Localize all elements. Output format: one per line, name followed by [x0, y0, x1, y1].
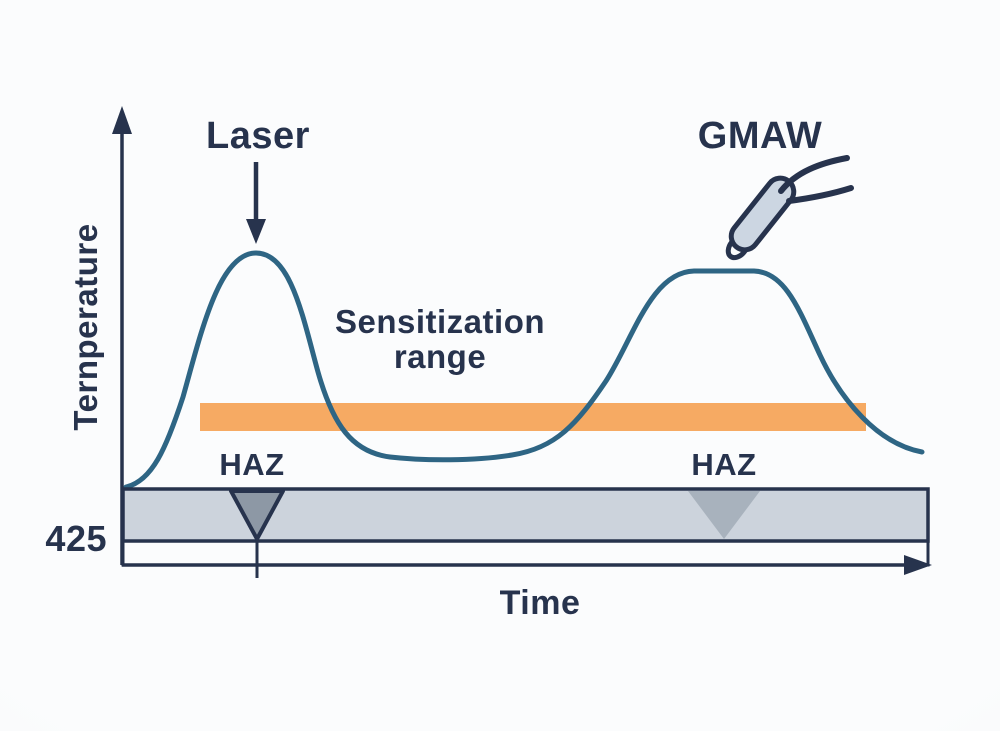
gmaw-label: GMAW: [698, 115, 822, 157]
laser-weld-triangle: [229, 489, 285, 541]
haz-right-label: HAZ: [691, 447, 756, 482]
laser-arrow-icon: [246, 219, 266, 244]
sensitization-range-label-line1: Sensitization: [335, 303, 545, 340]
sensitization-band: [200, 403, 866, 431]
haz-left-label: HAZ: [219, 447, 284, 482]
sensitization-range-label-line2: range: [394, 338, 486, 375]
temperature-curve: [123, 250, 925, 490]
y-axis-arrowhead-icon: [112, 106, 132, 134]
threshold-425-label: 425: [45, 518, 107, 559]
torch-cable-lower-icon: [786, 185, 854, 204]
y-axis-label: Ternperature: [67, 223, 104, 430]
laser-label: Laser: [206, 115, 310, 157]
x-axis-arrowhead-icon: [904, 555, 932, 575]
gmaw-weld-triangle: [688, 491, 760, 539]
torch-cable-upper-icon: [778, 155, 850, 194]
gmaw-torch-icon: [725, 155, 854, 261]
x-axis-label: Time: [500, 584, 581, 622]
